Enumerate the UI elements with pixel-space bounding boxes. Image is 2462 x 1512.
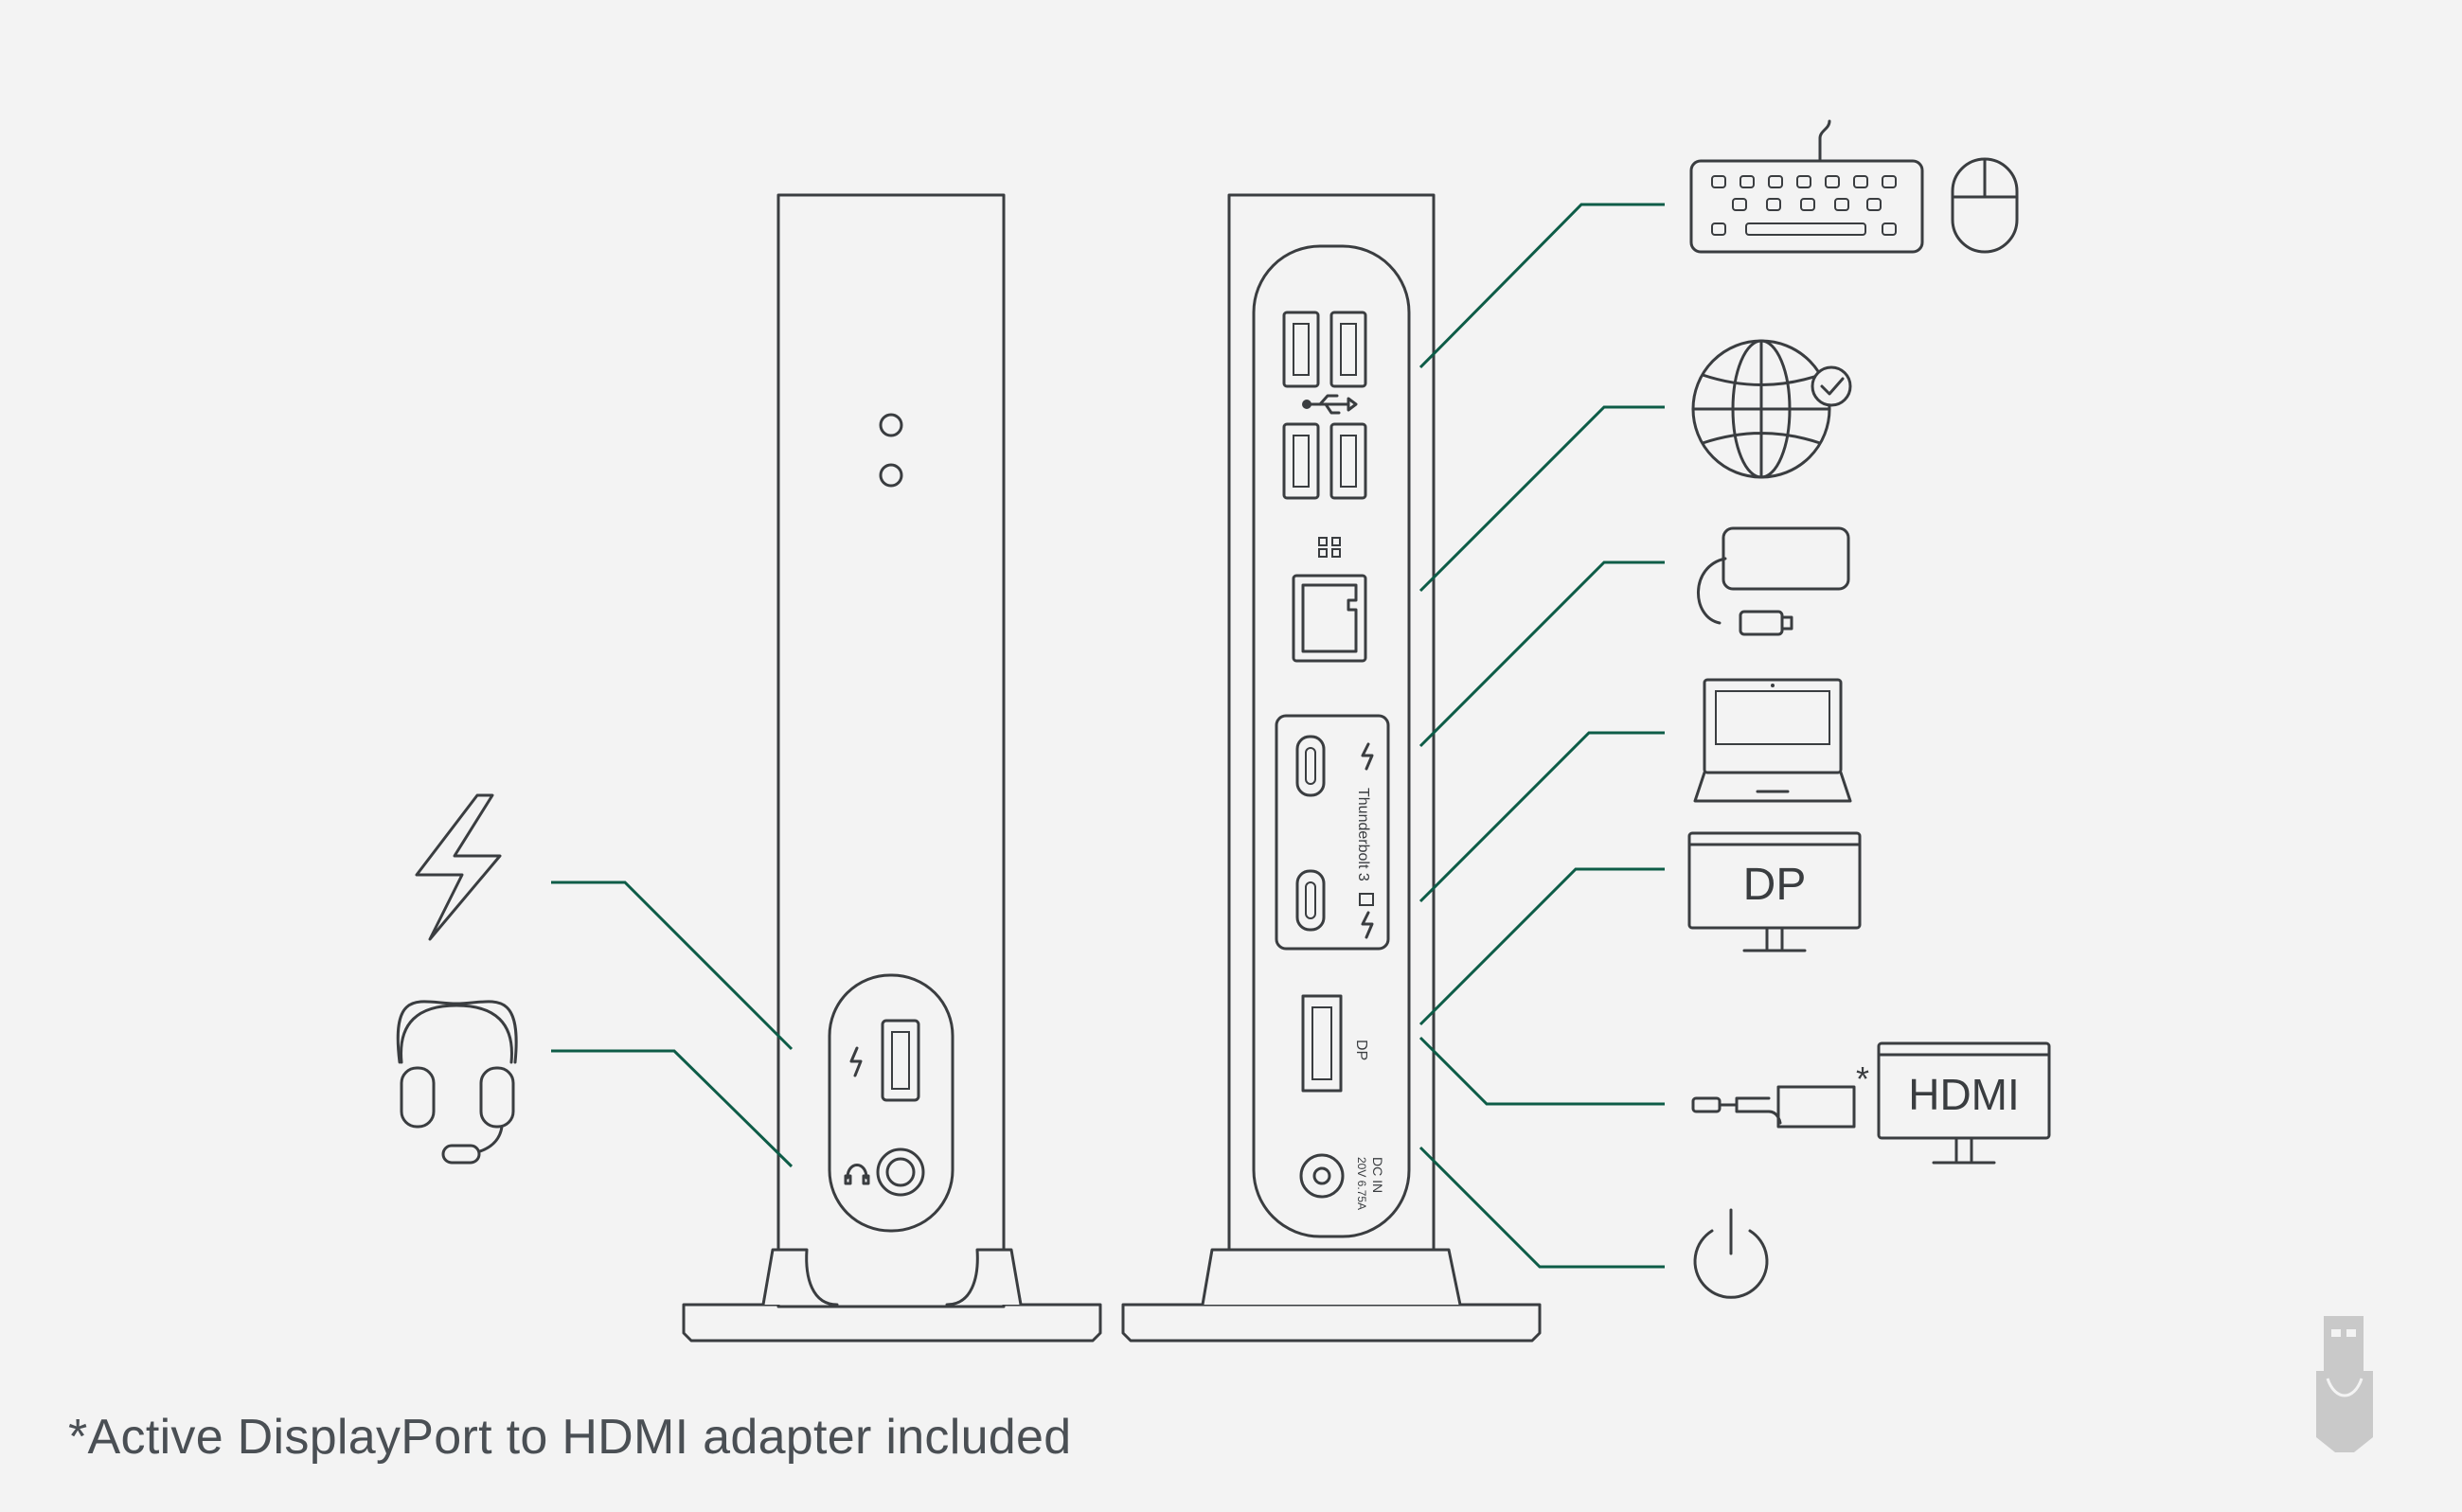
laptop-icon [1693,678,1852,803]
lightning-icon [849,1046,863,1077]
usb-hub-icon [1697,526,1850,636]
usb-symbol-icon [1302,394,1358,415]
hdmi-monitor-icon: HDMI [1877,1041,2051,1165]
leader-lines [551,203,1665,1269]
globe-check-icon [1691,339,1852,479]
dp-port-label: DP [1353,1040,1369,1060]
usb-charging-port [881,1019,920,1102]
usb-a-ports [1282,311,1367,500]
dp-monitor-label: DP [1743,860,1807,910]
dock-front-view [682,193,1102,1343]
rear-port-panel [1252,244,1411,1238]
audio-jack [876,1147,925,1197]
front-port-panel [828,973,954,1233]
mouse-icon [1951,157,2019,254]
thunderbolt-icon [1361,742,1374,771]
ethernet-symbol-icon [1318,537,1341,558]
headphone-icon [846,1164,868,1180]
thunderbolt-icon [1361,911,1374,939]
footnote: *Active DisplayPort to HDMI adapter incl… [68,1410,1072,1465]
dock-rear-view: Thunderbolt 3 DP DC IN 20V 6.75A [1121,193,1542,1343]
ethernet-port [1292,537,1367,663]
lightning-icon [415,793,502,941]
display-icon [1359,893,1374,906]
hdmi-monitor-label: HDMI [1908,1070,2020,1119]
thunderbolt-3-ports: Thunderbolt 3 [1275,714,1390,951]
dc-in-rating: 20V 6.75A [1355,1157,1368,1210]
usb-icon [2316,1316,2373,1452]
status-led [879,413,903,437]
dc-in-label: DC IN [1370,1157,1385,1193]
headset-icon [396,1000,518,1165]
monitor-icon: DP [1687,831,1862,952]
displayport-port: DP [1301,994,1369,1093]
power-icon [1693,1208,1769,1299]
keyboard-icon [1689,119,1924,254]
status-led [879,463,903,488]
thunderbolt-label: Thunderbolt 3 [1355,788,1371,881]
adapter-footnote-marker: * [1856,1059,1869,1098]
dc-in-port: DC IN 20V 6.75A [1299,1153,1385,1210]
hdmi-adapter-icon: * [1691,1059,1869,1129]
